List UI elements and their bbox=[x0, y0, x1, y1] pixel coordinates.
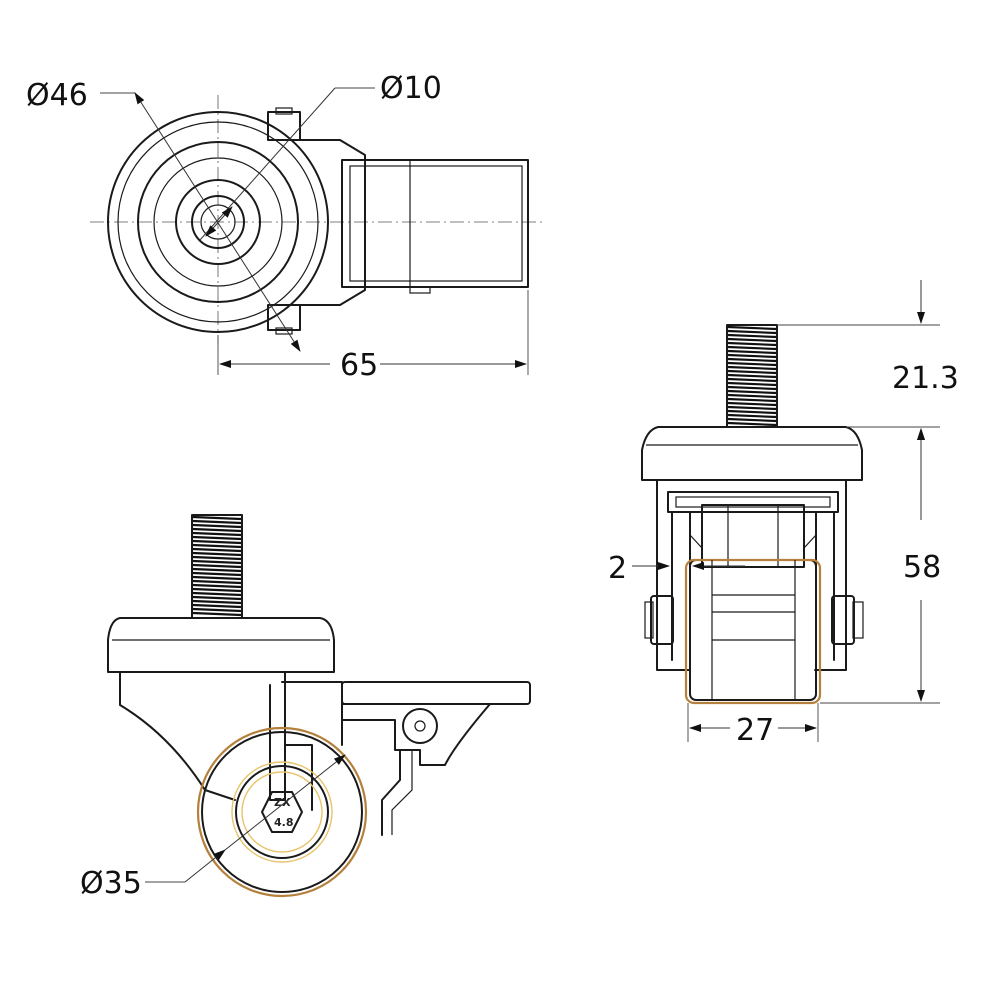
front-view: 21.3 58 2 27 bbox=[608, 280, 959, 748]
dim-wheel-diameter-side: Ø35 bbox=[80, 866, 142, 901]
caster-bracket-top bbox=[267, 107, 529, 335]
hex-marking-bottom: 4.8 bbox=[274, 816, 294, 829]
hex-nut bbox=[261, 791, 303, 833]
wheel-front-view bbox=[684, 558, 822, 705]
dim-axle-diameter: Ø10 bbox=[380, 71, 442, 106]
brake-pedal-side bbox=[341, 681, 531, 836]
wheel-side-view: ZX 4.8 bbox=[196, 726, 368, 898]
dim-stem-length: 21.3 bbox=[892, 361, 959, 396]
threaded-stem-front bbox=[726, 324, 778, 428]
dim-length: 65 bbox=[340, 348, 378, 383]
dim-height: 58 bbox=[903, 550, 941, 585]
axle-nut-right bbox=[831, 595, 864, 645]
axle-nut-left bbox=[644, 595, 674, 645]
side-view: ZX 4.8 Ø35 bbox=[80, 514, 531, 901]
dim-width: 27 bbox=[736, 713, 774, 748]
top-view: Ø46 Ø10 65 bbox=[26, 71, 545, 383]
dim-gap: 2 bbox=[608, 551, 627, 586]
dim-wheel-diameter-top: Ø46 bbox=[26, 78, 88, 113]
threaded-stem-side bbox=[191, 514, 243, 619]
hex-marking-top: ZX bbox=[274, 796, 291, 809]
